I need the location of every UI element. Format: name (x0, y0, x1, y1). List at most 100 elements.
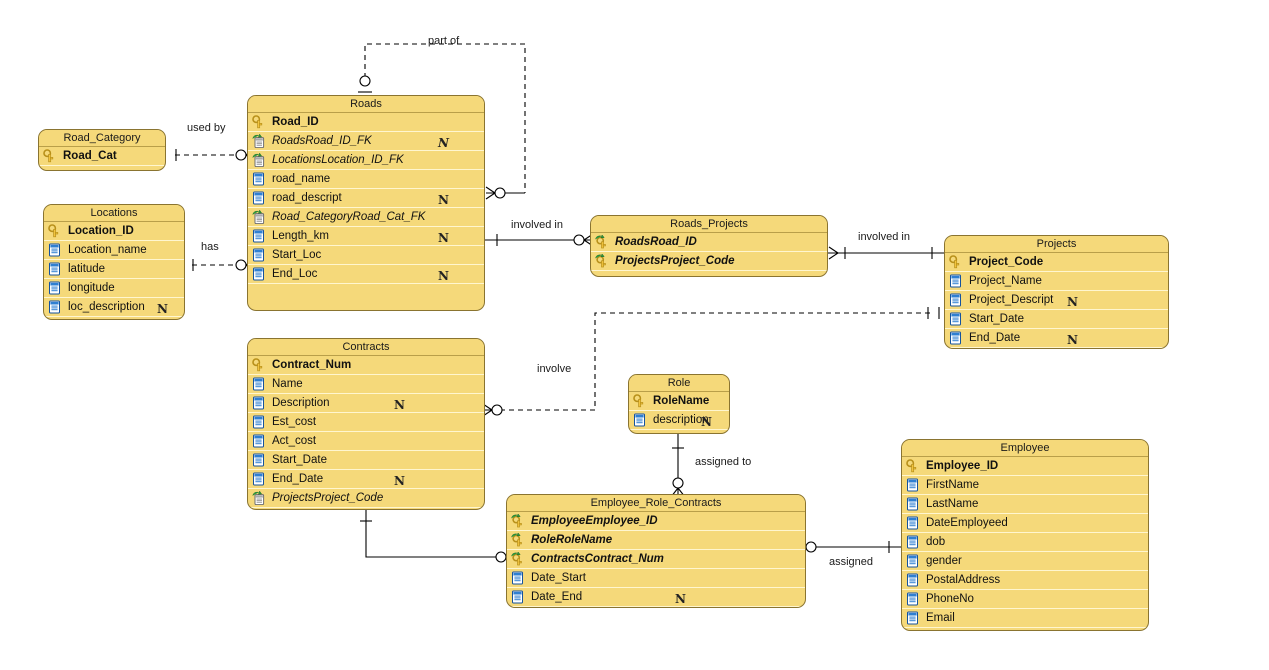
attribute-row[interactable]: ProjectsProject_Code (591, 252, 827, 271)
connector-involved-in-projects (828, 246, 944, 260)
attribute-row[interactable]: Road_CategoryRoad_Cat_FK (248, 208, 484, 227)
attribute-row[interactable]: gender (902, 552, 1148, 571)
attribute-row[interactable]: RoleRoleName (507, 531, 805, 550)
connector-assigned-to (670, 434, 686, 498)
relationship-label[interactable]: involved in (858, 231, 910, 243)
column-icon (252, 172, 266, 186)
attribute-row[interactable]: Start_Loc (248, 246, 484, 265)
attribute-label: Est_cost (272, 416, 317, 428)
attribute-row[interactable]: Est_cost (248, 413, 484, 432)
column-icon (252, 191, 266, 205)
attribute-label: latitude (68, 263, 106, 275)
attribute-row[interactable]: Project_Code (945, 253, 1168, 272)
attribute-label: End_Date (272, 473, 324, 485)
connector-used-by-ends (175, 148, 256, 162)
relationship-label[interactable]: assigned (829, 556, 874, 568)
nullable-marker: N (157, 302, 168, 316)
relationship-label[interactable]: part of (428, 35, 460, 47)
attribute-row[interactable]: RoleName (629, 392, 729, 411)
nullable-marker: N (394, 474, 405, 488)
entity-bottom-pad (902, 628, 1148, 630)
nullable-marker: N (438, 269, 449, 283)
column-icon (252, 415, 266, 429)
nullable-marker: N (675, 592, 686, 606)
column-icon (252, 434, 266, 448)
attribute-row[interactable]: ContractsContract_Num (507, 550, 805, 569)
entity-bottom-pad (629, 430, 729, 433)
column-icon (906, 478, 920, 492)
connector-assigned (796, 540, 901, 554)
attribute-row[interactable]: Location_ID (44, 222, 184, 241)
attribute-label: PhoneNo (926, 593, 974, 605)
attribute-row[interactable]: Start_Date (248, 451, 484, 470)
attribute-row[interactable]: Date_Start (507, 569, 805, 588)
column-icon (906, 535, 920, 549)
attribute-row[interactable]: PhoneNo (902, 590, 1148, 609)
attribute-label: Date_End (531, 591, 583, 603)
column-icon (252, 472, 266, 486)
column-icon (633, 413, 647, 427)
entity-bottom-pad (945, 348, 1168, 349)
attribute-row[interactable]: DateEmployeed (902, 514, 1148, 533)
attribute-row[interactable]: Act_cost (248, 432, 484, 451)
attribute-row[interactable]: Road_Cat (39, 147, 165, 166)
attribute-row[interactable]: Employee_ID (902, 457, 1148, 476)
attribute-label: End_Loc (272, 268, 318, 280)
attribute-row[interactable]: latitude (44, 260, 184, 279)
attribute-row[interactable]: ProjectsProject_Code (248, 489, 484, 508)
attribute-row[interactable]: Contract_Num (248, 356, 484, 375)
attribute-row[interactable]: EmployeeEmployee_ID (507, 512, 805, 531)
attribute-row[interactable]: RoadsRoad_ID (591, 233, 827, 252)
relationship-label[interactable]: assigned to (695, 456, 752, 468)
attribute-row[interactable]: Location_name (44, 241, 184, 260)
attribute-row[interactable]: Start_Date (945, 310, 1168, 329)
entity-bottom-pad (39, 166, 165, 170)
attribute-row[interactable]: Name (248, 375, 484, 394)
key-icon (43, 149, 57, 163)
attribute-row[interactable]: road_name (248, 170, 484, 189)
attribute-label: Email (926, 612, 955, 624)
relationship-label[interactable]: involve (537, 363, 572, 375)
attribute-row[interactable]: End_Loc N (248, 265, 484, 284)
attribute-label: Contract_Num (272, 359, 352, 371)
column-icon (48, 262, 62, 276)
fk-key-icon (595, 253, 609, 268)
column-icon (252, 267, 266, 281)
attribute-row[interactable]: FirstName (902, 476, 1148, 495)
attribute-row[interactable]: dob (902, 533, 1148, 552)
attribute-row[interactable]: Road_ID (248, 113, 484, 132)
attribute-label: RoadsRoad_ID_FK (272, 135, 372, 147)
nullable-marker: N (438, 193, 449, 207)
attribute-row[interactable]: PostalAddress (902, 571, 1148, 590)
relationship-label[interactable]: involved in (511, 219, 563, 231)
relationship-label[interactable]: used by (187, 122, 226, 134)
attribute-row[interactable]: End_Date N (248, 470, 484, 489)
attribute-row[interactable]: LastName (902, 495, 1148, 514)
nullable-marker: N (1067, 295, 1078, 309)
nullable-marker: N (394, 398, 405, 412)
attribute-row[interactable]: Email (902, 609, 1148, 628)
relationship-label[interactable]: has (201, 241, 219, 253)
attribute-row[interactable]: LocationsLocation_ID_FK (248, 151, 484, 170)
attribute-row[interactable]: longitude (44, 279, 184, 298)
attribute-row[interactable]: Project_Name (945, 272, 1168, 291)
attribute-row[interactable]: Date_End N (507, 588, 805, 607)
attribute-label: Road_ID (272, 116, 319, 128)
